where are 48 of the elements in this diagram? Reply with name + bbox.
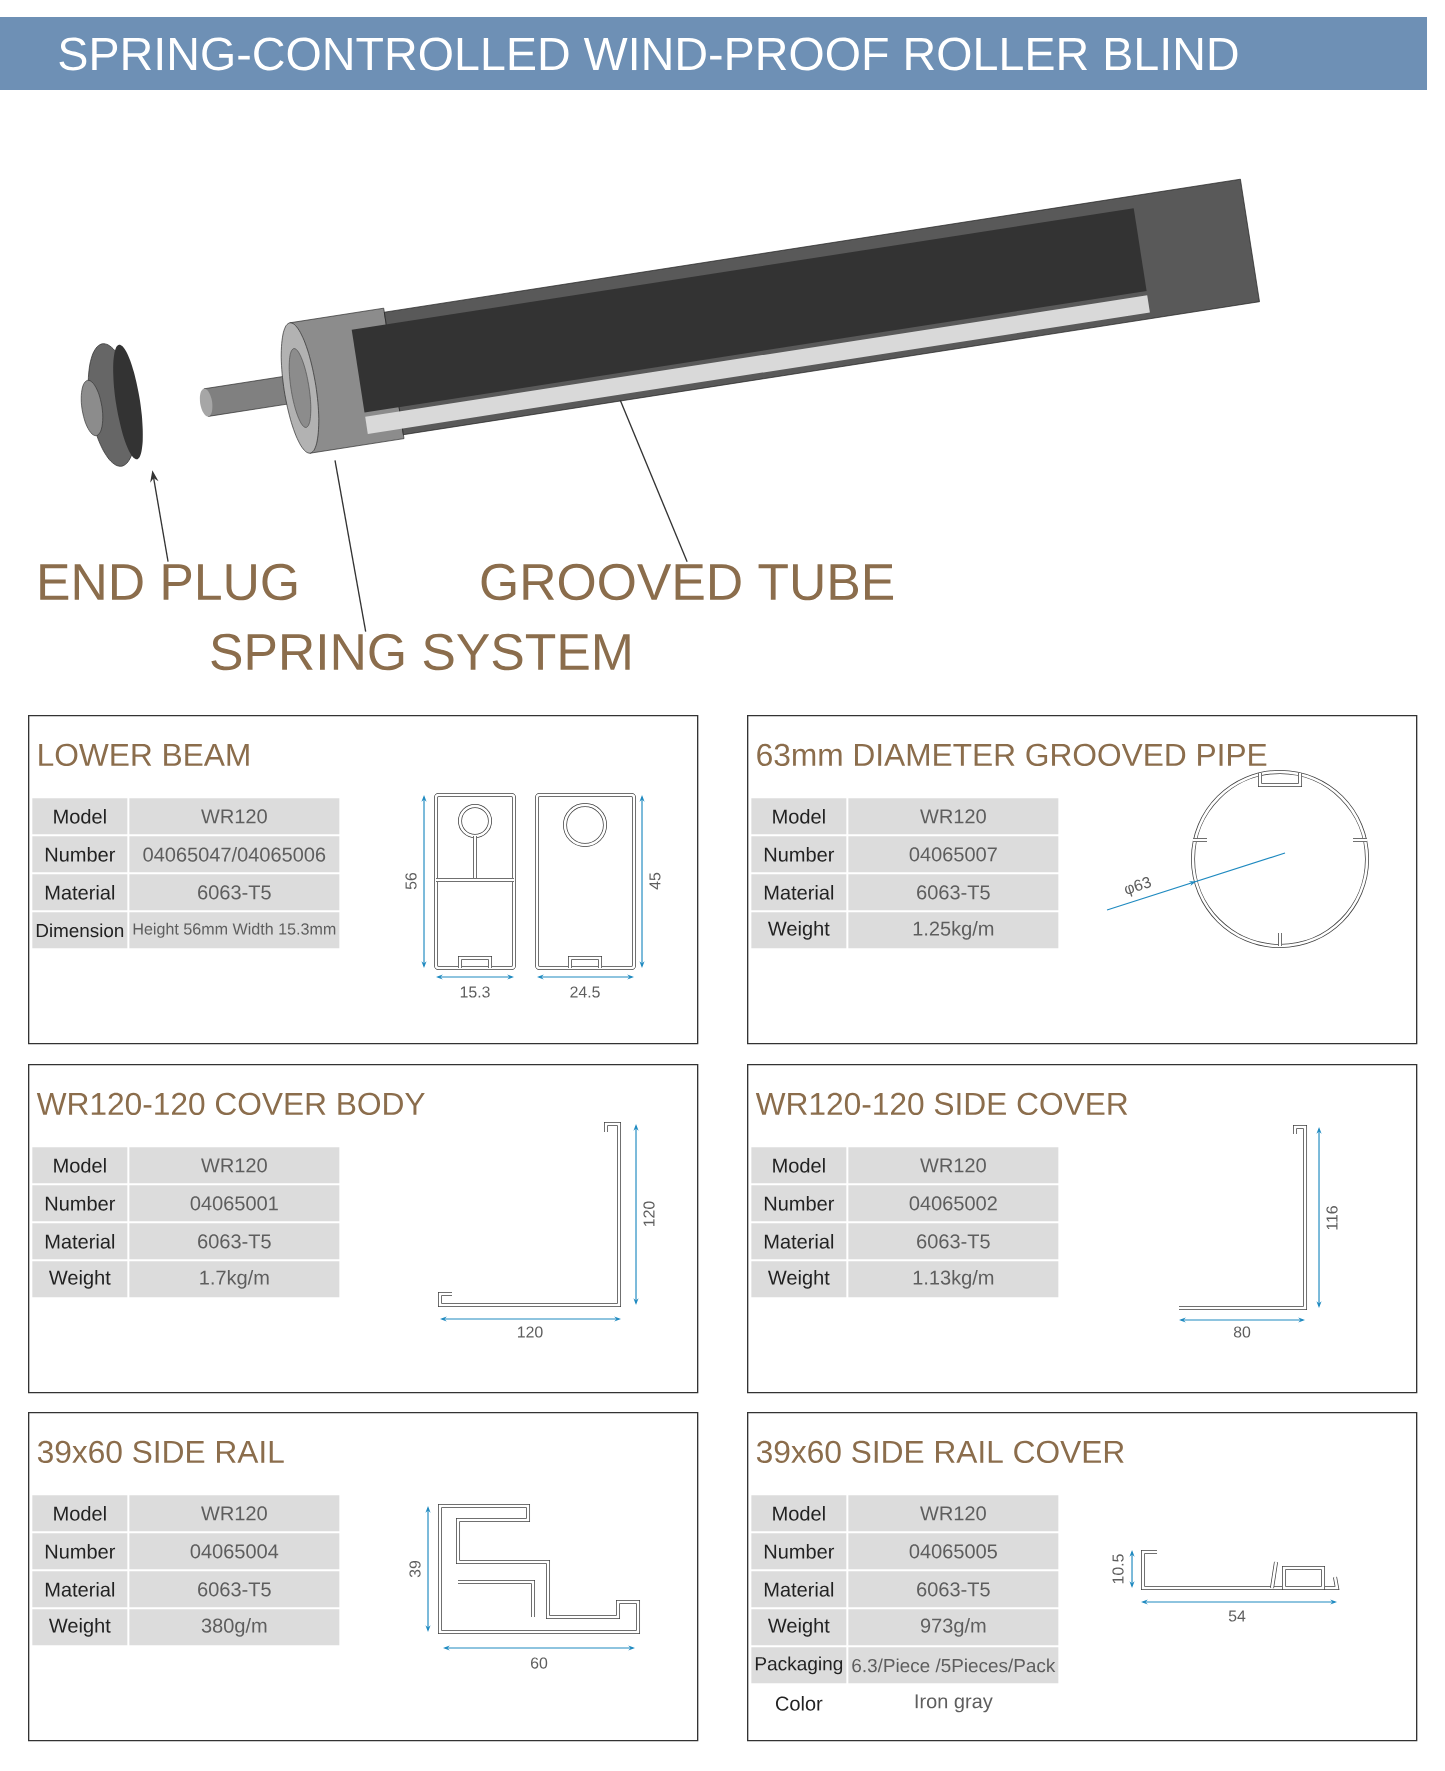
table-cell: Packaging: [751, 1647, 847, 1684]
dimension-label: φ63: [1125, 877, 1152, 897]
dimension-label: 10.5: [1112, 1554, 1124, 1584]
dimension-label: 120: [518, 1326, 543, 1338]
table-cell: Weight: [751, 912, 847, 949]
grooved-tube-drawing: [351, 178, 1260, 436]
table-cell: Number: [751, 836, 847, 873]
table-text: Color: [775, 1696, 823, 1711]
dimension-label: 80: [1233, 1326, 1251, 1338]
dimension-label: 60: [531, 1657, 548, 1669]
table-cell: Dimension: [32, 912, 128, 949]
dimension-label: 116: [1326, 1206, 1338, 1230]
part-label: GROOVED TUBE: [481, 563, 893, 601]
table-cell: Number: [751, 1185, 847, 1222]
part-label: SPRING SYSTEM: [211, 633, 630, 671]
leader-line: [619, 399, 688, 563]
dimension-label: 24.5: [570, 986, 600, 998]
table-cell: Weight: [32, 1609, 128, 1646]
dimension-label: 54: [1228, 1610, 1246, 1622]
table-cell: Material: [32, 874, 128, 911]
table-cell: Number: [32, 836, 128, 873]
dimension-label: 45: [649, 872, 661, 890]
title-bar: SPRING-CONTROLLED WIND-PROOF ROLLER BLIND: [0, 17, 1427, 90]
table-cell: Number: [32, 1533, 128, 1570]
dimension-label: 15.3: [460, 986, 490, 998]
table-cell: Model: [751, 1147, 847, 1184]
leader-line: [334, 459, 367, 633]
table-cell: Model: [751, 798, 847, 835]
table-cell: Model: [32, 798, 128, 835]
dimension-label: 39: [409, 1560, 421, 1578]
table-cell: Weight: [751, 1609, 847, 1646]
table-cell: Material: [751, 1571, 847, 1608]
table-cell: Number: [32, 1185, 128, 1222]
table-cell: Weight: [32, 1261, 128, 1298]
part-label: END PLUG: [40, 563, 297, 601]
table-cell: Model: [32, 1147, 128, 1184]
dimension-label: 120: [643, 1201, 655, 1226]
table-cell: Model: [32, 1495, 128, 1532]
table-cell: Weight: [751, 1261, 847, 1298]
table-cell: Material: [751, 1223, 847, 1260]
table-text: Iron gray: [915, 1694, 993, 1713]
table-cell: Material: [32, 1571, 128, 1608]
dimension-label: 56: [405, 872, 417, 890]
table-cell: Model: [751, 1495, 847, 1532]
table-cell: Number: [751, 1533, 847, 1570]
table-cell: Material: [751, 874, 847, 911]
end-plug-drawing: [80, 343, 143, 467]
table-cell: Material: [32, 1223, 128, 1260]
